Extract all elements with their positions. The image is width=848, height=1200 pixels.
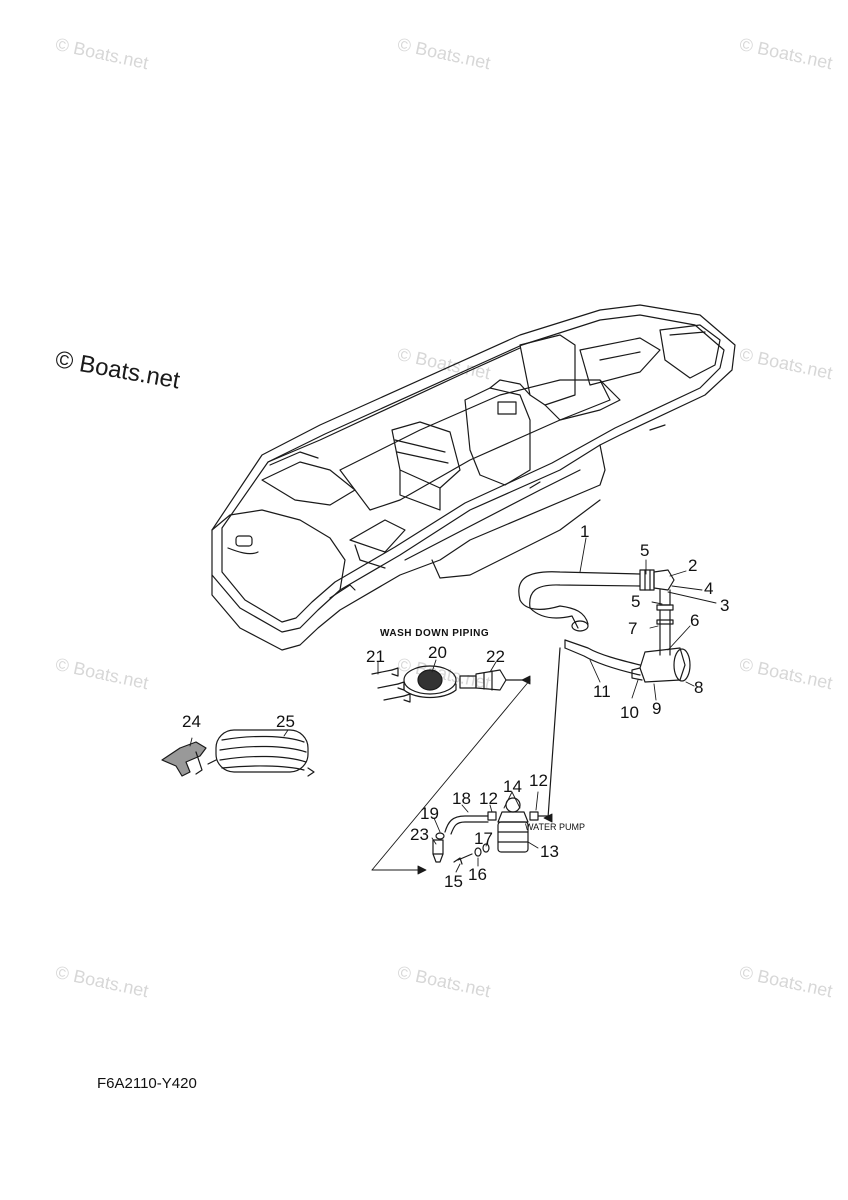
callout-9[interactable]: 9 (652, 699, 662, 718)
water-pump-assembly (432, 797, 549, 865)
callout-12[interactable]: 12 (479, 789, 498, 808)
boat-hull-illustration (211, 304, 736, 651)
leader-lines (189, 537, 717, 875)
callout-10[interactable]: 10 (620, 703, 639, 722)
section-title: WASH DOWN PIPING (380, 628, 490, 639)
callout-8[interactable]: 8 (694, 678, 704, 697)
callout-5[interactable]: 5 (640, 541, 650, 560)
callout-11[interactable]: 11 (593, 682, 611, 701)
intake-hose-assembly (518, 569, 691, 819)
callout-7[interactable]: 7 (628, 619, 638, 638)
callout-15[interactable]: 15 (444, 872, 463, 891)
callout-1[interactable]: 1 (580, 522, 590, 541)
callout-18[interactable]: 18 (452, 789, 471, 808)
callout-4[interactable]: 4 (704, 579, 714, 598)
callout-16[interactable]: 16 (468, 865, 487, 884)
pump-label: WATER PUMP (525, 822, 585, 832)
callout-14[interactable]: 14 (503, 777, 522, 796)
callout-24[interactable]: 24 (182, 712, 201, 731)
callout-13[interactable]: 13 (540, 842, 559, 861)
diagram-code: F6A2110-Y420 (97, 1075, 197, 1092)
callout-2[interactable]: 2 (688, 556, 698, 575)
callout-12[interactable]: 12 (529, 771, 548, 790)
callout-17[interactable]: 17 (474, 829, 493, 848)
callout-20[interactable]: 20 (428, 643, 447, 662)
callout-19[interactable]: 19 (420, 804, 439, 823)
callout-3[interactable]: 3 (720, 596, 730, 615)
callout-21[interactable]: 21 (366, 647, 385, 666)
callout-25[interactable]: 25 (276, 712, 295, 731)
spray-nozzle-and-coil-hose (161, 729, 315, 777)
callout-22[interactable]: 22 (486, 647, 505, 666)
callout-6[interactable]: 6 (690, 611, 700, 630)
callout-23[interactable]: 23 (410, 825, 429, 844)
wash-down-fittings (371, 665, 531, 703)
callout-5[interactable]: 5 (631, 592, 641, 611)
